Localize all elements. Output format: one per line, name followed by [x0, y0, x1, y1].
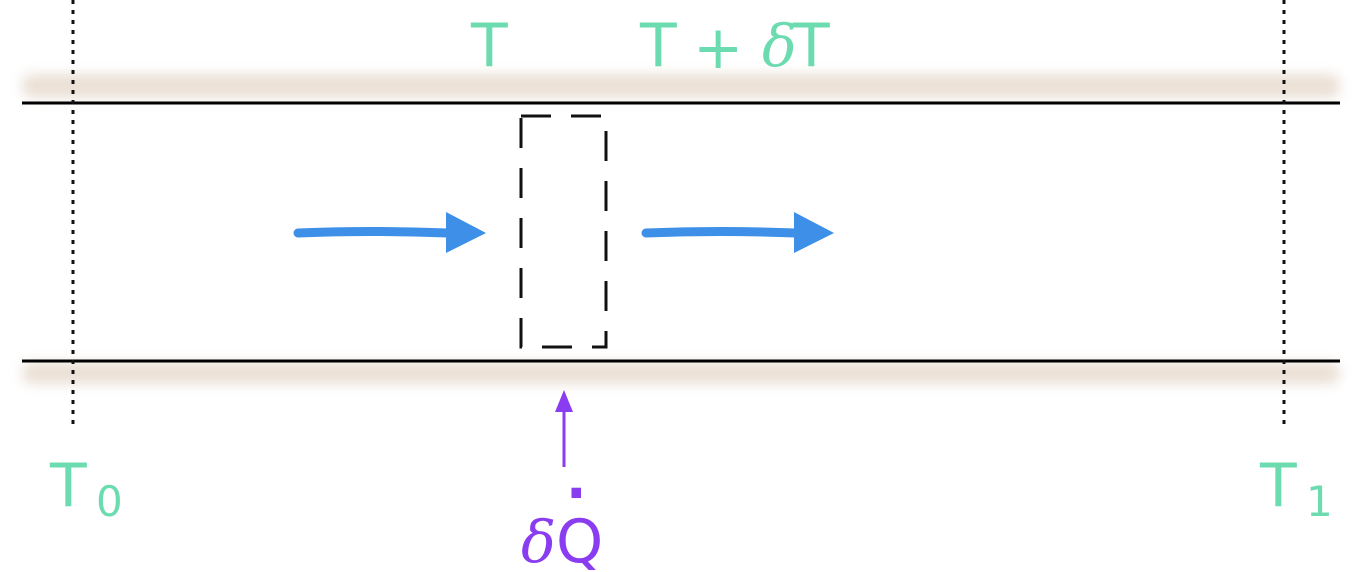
arrow-up-icon — [555, 390, 573, 467]
plus-sign: + — [693, 13, 743, 83]
bottom-wall-shadow — [22, 362, 1340, 384]
temperature-variable: T — [792, 11, 830, 81]
arrow-right-icon — [641, 212, 834, 253]
heat-variable: Q — [556, 507, 603, 572]
t0-base: T — [49, 451, 87, 521]
t1-subscript: 1 — [1306, 477, 1333, 526]
temperature-label-inlet: T — [470, 11, 508, 81]
heat-rate-label: δ Q · — [521, 462, 603, 572]
temperature-label-t0: T 0 — [49, 451, 123, 526]
t1-base: T — [1259, 451, 1297, 521]
heat-delta-symbol: δ — [521, 508, 556, 572]
heat-rate-dot: · — [566, 462, 587, 525]
t0-subscript: 0 — [96, 477, 123, 526]
temperature-label-outlet-base: T — [639, 11, 677, 81]
delta-symbol: δ — [762, 12, 797, 80]
control-volume — [519, 114, 608, 349]
temperature-label-t1: T 1 — [1259, 451, 1333, 526]
arrow-right-icon — [293, 212, 486, 253]
temperature-label-outlet: T + δ T — [639, 11, 830, 83]
top-wall-shadow — [22, 74, 1340, 98]
